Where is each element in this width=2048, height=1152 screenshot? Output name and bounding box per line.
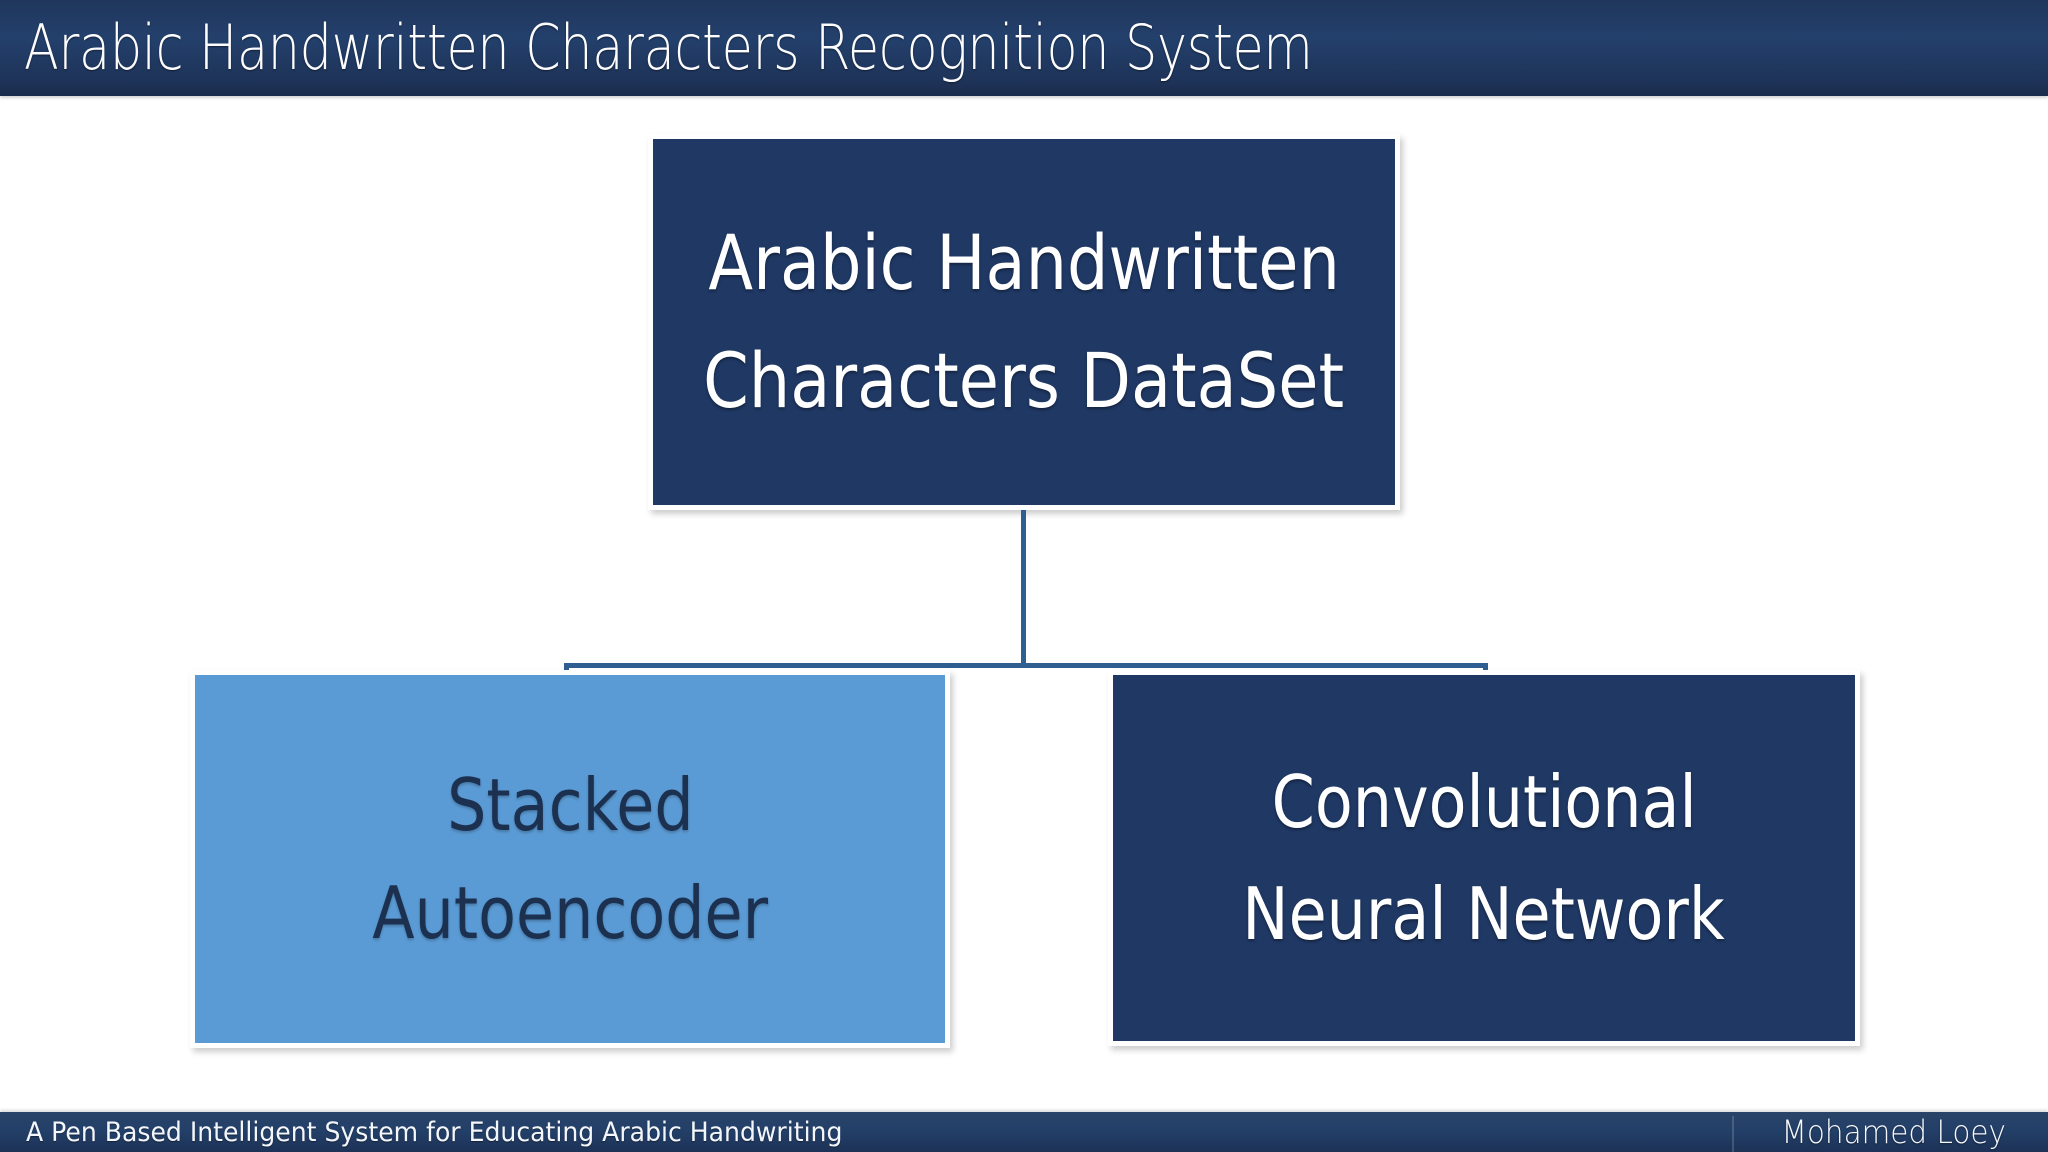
diagram-node-stacked-autoencoder[interactable]: Stacked Autoencoder (190, 670, 950, 1048)
footer-subtitle: A Pen Based Intelligent System for Educa… (26, 1116, 843, 1148)
diagram-node-stacked-autoencoder-line-1: Stacked (446, 763, 694, 847)
slide-title-bar: Arabic Handwritten Characters Recognitio… (0, 0, 2048, 96)
connector-horizontal-bus (564, 663, 1488, 668)
diagram-node-convolutional-neural-network-line-2: Neural Network (1242, 872, 1726, 956)
page-title: Arabic Handwritten Characters Recognitio… (24, 11, 1313, 84)
footer-divider (1732, 1116, 1734, 1152)
connector-root-trunk (1021, 510, 1026, 668)
diagram-node-convolutional-neural-network[interactable]: Convolutional Neural Network (1108, 670, 1860, 1046)
footer-author: Mohamed Loey (1781, 1113, 2006, 1151)
slide-footer-bar: A Pen Based Intelligent System for Educa… (0, 1112, 2048, 1152)
diagram-node-dataset-line-1: Arabic Handwritten (708, 218, 1340, 307)
diagram-node-convolutional-neural-network-line-1: Convolutional (1271, 760, 1697, 844)
diagram-node-dataset-line-2: Characters DataSet (703, 336, 1345, 425)
diagram-node-stacked-autoencoder-line-2: Autoencoder (372, 871, 768, 955)
connector-branch-right (1483, 663, 1488, 673)
diagram-node-dataset[interactable]: Arabic Handwritten Characters DataSet (648, 134, 1400, 510)
connector-branch-left (564, 663, 569, 673)
